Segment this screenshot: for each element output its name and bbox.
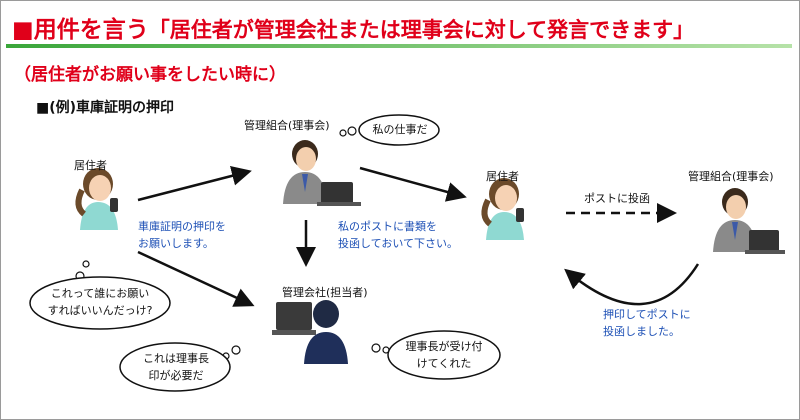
arrow-resident-to-company xyxy=(137,250,255,307)
arrow-board-to-resident xyxy=(359,166,467,202)
board-top-illustration xyxy=(283,140,361,206)
resident-left-illustration xyxy=(75,168,118,230)
label-board-top: 管理組合(理事会) xyxy=(244,119,330,132)
company-illustration xyxy=(272,300,348,364)
bubble-need-chairman: これは理事長 印が必要だ xyxy=(143,352,209,382)
bubble-who-to-ask-shape xyxy=(29,260,171,330)
message-stamped: 押印してポストに 投函しました。 xyxy=(603,308,691,338)
title-main: ■用件を言う xyxy=(12,17,149,43)
example-heading: ■(例)車庫証明の押印 xyxy=(36,100,175,116)
bubble-who-to-ask: これって誰にお願い すればいいんだっけ? xyxy=(47,287,153,317)
arrow-resident-to-board xyxy=(137,166,252,202)
resident-right-illustration xyxy=(481,178,524,240)
title-sub: 「居住者が管理会社または理事会に対して発言できます」 xyxy=(148,18,695,42)
message-request: 車庫証明の押印を お願いします。 xyxy=(138,220,226,250)
bubble-chairman-accepted: 理事長が受け付 けてくれた xyxy=(405,340,483,370)
bubble-my-job-shape xyxy=(339,114,440,146)
label-board-right: 管理組合(理事会) xyxy=(688,170,774,183)
header: ■用件を言う「居住者が管理会社または理事会に対して発言できます」 xyxy=(6,6,792,48)
board-right-illustration xyxy=(713,188,785,254)
message-post-instruction: 私のポストに書類を 投函しておいて下さい。 xyxy=(338,220,459,250)
header-rule xyxy=(6,44,792,48)
arrow-returned-curve xyxy=(564,263,700,306)
message-post-submit: ポストに投函 xyxy=(584,192,650,205)
label-resident-left: 居住者 xyxy=(74,159,107,172)
bubble-need-chairman-shape xyxy=(119,342,241,392)
page-title: ■用件を言う「居住者が管理会社または理事会に対して発言できます」 xyxy=(12,10,694,44)
bubble-my-job: 私の仕事だ xyxy=(372,123,428,136)
bubble-chairman-accepted-shape xyxy=(371,330,501,380)
label-resident-right: 居住者 xyxy=(486,170,519,183)
label-company: 管理会社(担当者) xyxy=(282,286,368,299)
subtitle: （居住者がお願い事をしたい時に） xyxy=(14,65,286,85)
